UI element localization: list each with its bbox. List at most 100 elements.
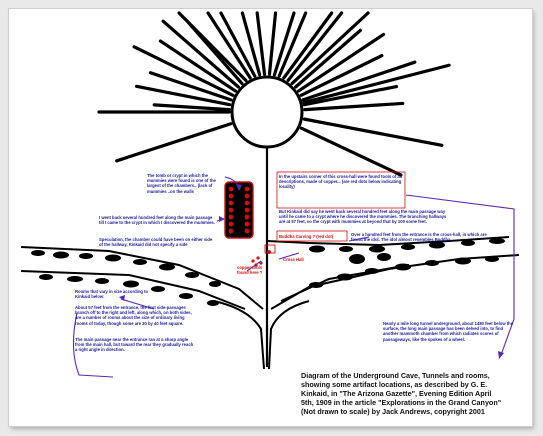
caption-line: showing some artifact locations, as desc… (301, 380, 488, 389)
mammoth-chamber (230, 75, 304, 149)
spoke-passage (177, 11, 248, 83)
mummy-dot (228, 193, 234, 199)
mummy-dot (228, 207, 234, 213)
room (425, 260, 439, 266)
tools-callout-box (276, 171, 406, 209)
cross-hall-label: Cross Hall (283, 257, 304, 262)
mummy-dot (228, 214, 234, 220)
copper-tool-dots (251, 256, 263, 267)
spoke-passage (161, 19, 240, 89)
spoke-passage (302, 84, 399, 107)
caption-line: Kinkaid, in "The Arizona Gazette", Eveni… (301, 389, 492, 398)
room (401, 244, 415, 250)
spoke-passage (286, 11, 344, 83)
room (133, 259, 147, 265)
caption-line: (Not drawn to scale) by Jack Andrews, co… (301, 407, 485, 416)
radiating-passageways (97, 11, 451, 177)
room (209, 281, 221, 287)
mummies-group (228, 186, 250, 234)
spoke-passage (267, 11, 278, 76)
nearly-mile-note: Nearly a mile long tunnel underground, a… (383, 321, 514, 342)
spoke-passage (206, 11, 252, 80)
spoke-passage (152, 103, 231, 112)
spoke-passage (255, 11, 267, 76)
copper-tools-label: copper tools found here ? (237, 265, 263, 276)
room (365, 268, 379, 274)
room (79, 253, 93, 259)
spoke-passage (282, 11, 334, 80)
rooms-group (31, 238, 505, 306)
mummy-dot (244, 221, 250, 227)
upstairs-corner-note: In the upstairs corner of this cross-hal… (279, 174, 403, 190)
main-passage-tunnel-note: The main passage near the entrance ran a… (75, 337, 194, 353)
room (39, 274, 53, 280)
spoke-passage (290, 11, 370, 86)
caption-line: Diagram of the Underground Cave, Tunnels… (301, 371, 490, 380)
room (369, 245, 385, 253)
spoke-passage (303, 101, 405, 112)
buddha-marker (264, 244, 276, 254)
spoke-passage (272, 11, 296, 77)
about-57-feet-note: About 57 feet from the entrance, the fir… (75, 305, 192, 326)
room (31, 250, 45, 256)
tomb-note: The tomb or crypt in which the mummies w… (147, 173, 216, 194)
mummy-dot (228, 186, 234, 192)
room (309, 245, 325, 253)
room (395, 263, 411, 271)
mummy-dot (244, 228, 250, 234)
spoke-passage (277, 11, 308, 78)
room (159, 263, 175, 271)
spoke-passage (299, 54, 384, 97)
room (151, 286, 165, 292)
spoke-passage (302, 63, 451, 105)
spoke-passage (240, 11, 262, 77)
right-side-passage-middle (280, 264, 410, 302)
went-back-note: I went back several hundred feet along t… (99, 215, 215, 226)
room (337, 273, 353, 281)
mummy-dot (244, 193, 250, 199)
room (95, 278, 109, 284)
mummy-dot (244, 214, 250, 220)
room (185, 272, 199, 278)
mummy-dot (228, 221, 234, 227)
mummy-dot (244, 207, 250, 213)
room (489, 238, 505, 244)
room (429, 241, 445, 249)
spoke-passage (115, 122, 233, 163)
spoke-passage (148, 71, 233, 102)
room (339, 246, 353, 252)
mummy-dot (244, 200, 250, 206)
left-side-passage-upper (20, 246, 264, 310)
cross-hall-upper (266, 236, 510, 247)
entrance-wall-left (213, 300, 265, 370)
room (377, 253, 391, 261)
buddha-callout-box (276, 230, 348, 242)
mummy-dot (228, 228, 234, 234)
room (53, 251, 69, 259)
spoke-passage (297, 32, 386, 93)
left-side-passage-lower (20, 270, 246, 310)
room (207, 300, 219, 306)
caption-line: 5th, 1909 in the article "Explorations i… (301, 398, 502, 407)
room (123, 280, 139, 288)
spoke-passage (299, 126, 403, 177)
rooms-vary-note: Rooms that vary in size according to Kin… (75, 289, 149, 300)
room (349, 254, 365, 264)
speculation-note: Speculation, the chamber could have been… (99, 237, 213, 248)
spoke-passage (301, 60, 417, 102)
mummy-dot (244, 186, 250, 192)
annotation-arrows (72, 176, 515, 378)
spoke-passage (158, 39, 237, 93)
over-hundred-feet-note: Over a hundred feet from the entrance is… (351, 232, 487, 243)
mummy-dot (228, 200, 234, 206)
spoke-passage (302, 117, 444, 147)
spoke-passage (294, 28, 362, 89)
room (455, 257, 471, 265)
spoke-passage (219, 11, 257, 78)
buddha-carving-label: Buddha Carving ? (red dot) (279, 234, 334, 239)
diagram-caption: Diagram of the Underground Cave, Tunnels… (301, 371, 523, 416)
spoke-passage (134, 84, 232, 107)
entrance-wall-right (268, 300, 310, 370)
room (105, 254, 121, 262)
arrow-heads (119, 184, 504, 359)
